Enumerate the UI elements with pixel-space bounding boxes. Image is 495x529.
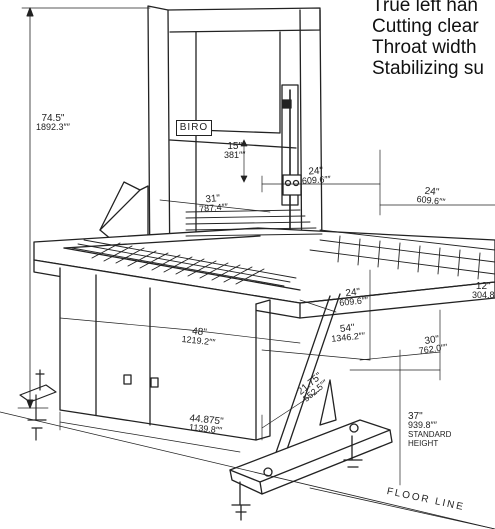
stabilizing-support	[229, 293, 393, 521]
dim-side-12: 12" 304.8	[472, 282, 495, 300]
spec-line-handedness: True left han	[372, 0, 478, 16]
dim-overall-height-inch: 74.5"	[41, 113, 65, 124]
overall-height-dimension	[17, 7, 151, 409]
dim-width-54: 54" 1346.2″″	[330, 322, 366, 343]
dim-right-width: 24" 609.6″″	[416, 186, 447, 207]
dim-depth-31: 31" 787.4″″	[198, 193, 229, 214]
dim-standard-height-mm: 939.8″″	[408, 420, 437, 430]
dim-side-12-inch: 12"	[475, 281, 491, 292]
spec-line-cutting-clearance: Cutting clear	[372, 16, 479, 37]
cabinet-base	[59, 267, 271, 441]
dim-blade-height: 15" 381″″	[224, 142, 245, 160]
dim-standard-height-label1: STANDARD	[408, 430, 452, 439]
dim-throat-upper: 24" 609.6″″	[301, 165, 332, 185]
dim-standard-height-inch: 37"	[408, 411, 423, 422]
brand-plate: BIRO	[176, 120, 212, 136]
dim-leg-44: 44.875" 1139.8″″	[188, 413, 224, 435]
dim-blade-height-mm: 381″″	[224, 150, 246, 160]
dim-overall-height-mm: 1892.3″″	[36, 122, 70, 132]
dim-standard-height: 37" 939.8″″ STANDARD HEIGHT	[408, 411, 452, 449]
dim-front-24: 24" 609.6″″	[338, 287, 369, 308]
roller-bed	[71, 209, 495, 287]
dim-side-12-mm: 304.8	[472, 290, 495, 300]
spec-line-throat-width: Throat width	[372, 37, 477, 58]
dim-standard-height-label2: HEIGHT	[408, 439, 439, 448]
dim-overall-height: 74.5" 1892.3″″	[36, 114, 70, 132]
dim-blade-height-inch: 15"	[227, 141, 243, 152]
leveling-foot-left	[19, 369, 57, 441]
floor-line	[0, 411, 495, 529]
dimension-lines	[59, 139, 495, 486]
spec-line-stabilizing: Stabilizing su	[372, 58, 484, 79]
dim-width-48: 48" 1219.2″″	[181, 326, 217, 347]
